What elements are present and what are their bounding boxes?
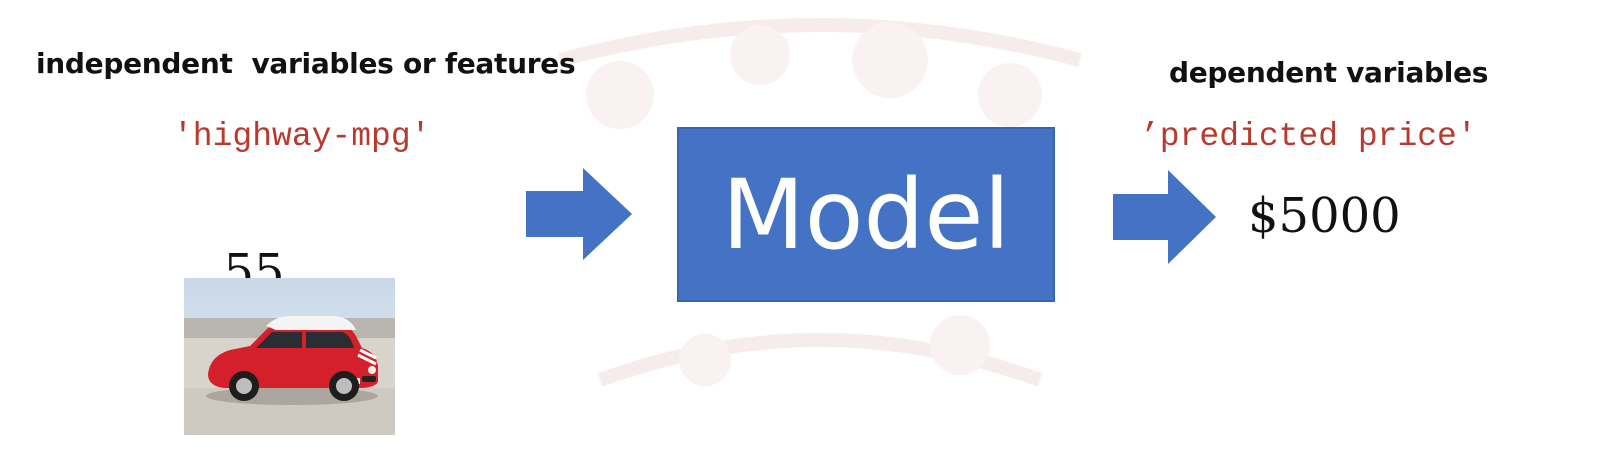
car-photo (184, 278, 395, 435)
input-variable-code: 'highway-mpg' (173, 118, 431, 155)
output-variable-code: ’predicted price' (1140, 118, 1477, 155)
model-label: Model (721, 158, 1011, 271)
right-arrow-icon (526, 168, 632, 260)
output-value: $5000 (1248, 188, 1401, 244)
right-arrow-icon (1113, 170, 1216, 264)
independent-variables-heading: independent variables or features (36, 47, 576, 80)
dependent-variables-heading: dependent variables (1169, 56, 1489, 89)
model-box: Model (677, 127, 1055, 302)
